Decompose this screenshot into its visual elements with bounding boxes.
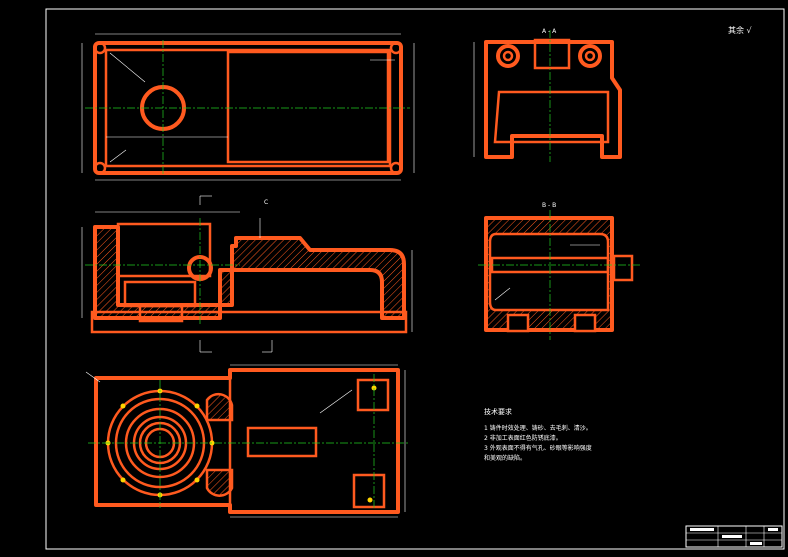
roughness-mark: 其余 √ — [728, 25, 753, 35]
section-marker-c: C — [264, 199, 268, 206]
bottom-view — [85, 364, 410, 518]
section-label-top: A - A — [542, 28, 557, 35]
front-section-view — [81, 195, 413, 353]
notes-item-3: 3 外观表面不得有气孔、砂眼等影响强度 — [484, 444, 592, 452]
notes-item-1: 1 铸件时效处理、铸砂、去毛刺、清沙。 — [484, 424, 592, 432]
section-label-bb: B - B — [542, 202, 556, 209]
side-view: A - A — [473, 28, 622, 162]
drawing-border — [45, 8, 785, 550]
technical-requirements: 技术要求 1 铸件时效处理、铸砂、去毛刺、清沙。 2 非加工表面红色防锈底漆。 … — [484, 407, 592, 462]
notes-item-2: 2 非加工表面红色防锈底漆。 — [484, 434, 562, 442]
notes-item-4: 和美观的缺陷。 — [484, 454, 526, 462]
top-view — [81, 33, 415, 181]
section-view-bb: B - B — [478, 202, 640, 340]
title-block — [685, 525, 783, 548]
notes-title: 技术要求 — [484, 407, 512, 416]
